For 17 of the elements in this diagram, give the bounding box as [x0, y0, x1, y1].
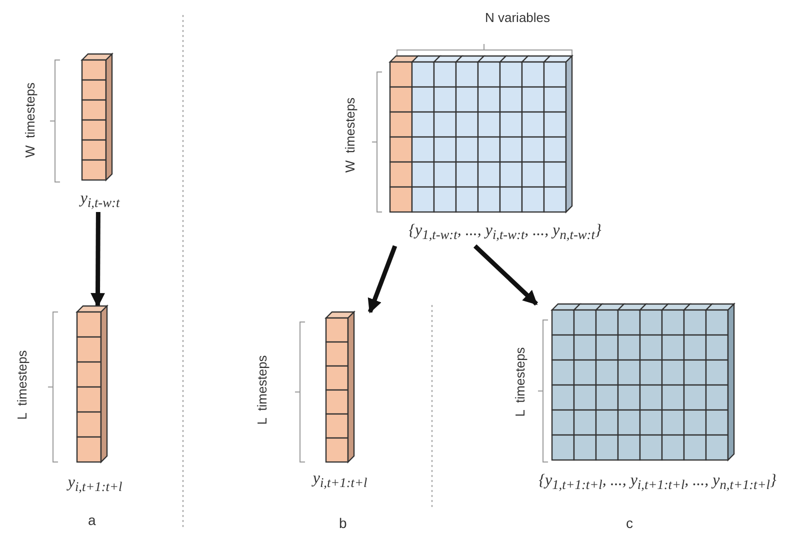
axis-label: W timesteps [22, 82, 38, 158]
formula: {y$_{1,t+1:t+l}$, ..., y$_{i,t+1:t+l}$, ..., y$_{n,t+1:t+l}$} [538, 472, 778, 494]
panel-label: a [88, 512, 96, 528]
axis-label: W timesteps [342, 97, 358, 173]
formula: y$_{i,t+1:t+l}$ [310, 470, 368, 492]
panel-label: c [626, 515, 633, 531]
axis-label: L timesteps [254, 355, 270, 425]
formula: y$_{i,t+1:t+l}$ [66, 474, 124, 496]
axis-label: L timesteps [512, 347, 528, 417]
formula: {y$_{1,t-w:t}$, ..., y$_{i,t-w:t}$, ..., y$_{n,t-w:t}$} [408, 222, 602, 244]
arrow [473, 244, 538, 306]
dimension-label: N variables [485, 10, 550, 25]
arrow [90, 212, 105, 308]
arrow [368, 245, 398, 314]
axis-label: L timesteps [14, 350, 30, 420]
panel-label: b [339, 515, 347, 531]
formula: y$_{i,t-w:t}$ [78, 190, 121, 212]
